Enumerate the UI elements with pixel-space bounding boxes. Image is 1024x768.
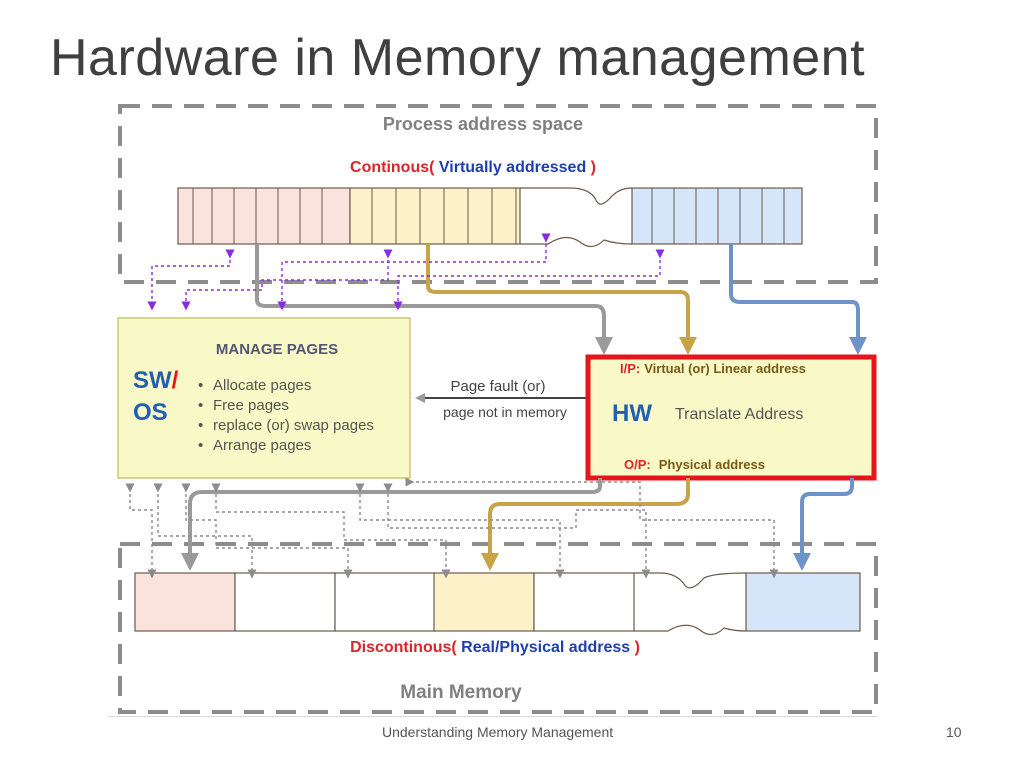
- main-memory-region: Discontinous( Real/Physical address ) Ma…: [118, 542, 878, 714]
- blue-hw-to-memory-arrow: [793, 478, 854, 571]
- page-fault-line2: page not in memory: [443, 404, 567, 420]
- os-label: OS: [133, 399, 168, 426]
- os-manage-pages-box: MANAGE PAGES SW/ OS • • • • Allocate pag…: [117, 317, 411, 479]
- slide-title: Hardware in Memory management: [50, 29, 866, 87]
- blue-virtual-to-hw-arrow: [729, 244, 867, 355]
- os-memory-dotted-arrows: [125, 477, 779, 579]
- physical-frames-strip: [134, 572, 861, 636]
- frame-empty-2: [334, 572, 436, 632]
- hw-label: HW: [612, 400, 652, 427]
- discontinuous-caption: Discontinous( Real/Physical address ): [350, 639, 640, 656]
- bullet: •: [198, 377, 203, 394]
- hw-translate-box: I/P:Virtual (or) Linear address HW Trans…: [585, 354, 877, 481]
- process-address-space-label: Process address space: [383, 114, 583, 134]
- page-number: 10: [946, 724, 962, 740]
- hw-input-line: I/P:Virtual (or) Linear address: [620, 361, 806, 376]
- virtual-page-block-yellow: [349, 187, 521, 245]
- os-task-item: Allocate pages: [213, 377, 311, 394]
- gold-virtual-to-hw-arrow: [426, 244, 697, 355]
- slide-footer: Understanding Memory Management: [382, 724, 614, 740]
- virtual-page-block-pink: [177, 187, 351, 245]
- bullet: •: [198, 397, 203, 414]
- hw-output-line: O/P:Physical address: [624, 457, 765, 472]
- os-task-item: Free pages: [213, 397, 289, 414]
- os-process-dotted-arrows: [147, 233, 665, 311]
- frame-blue: [745, 572, 861, 632]
- continuous-caption: Continous( Virtually addressed ): [350, 159, 596, 176]
- frame-empty-3: [533, 572, 635, 632]
- page-fault-arrow: Page fault (or) page not in memory: [415, 378, 586, 420]
- main-memory-label: Main Memory: [400, 682, 522, 703]
- translate-address-text: Translate Address: [675, 406, 803, 423]
- bullet: •: [198, 437, 203, 454]
- page-fault-line1: Page fault (or): [450, 378, 545, 395]
- sw-label: SW/: [133, 367, 179, 394]
- process-address-space-region: Process address space Continous( Virtual…: [118, 104, 878, 284]
- os-task-item: replace (or) swap pages: [213, 417, 374, 434]
- bullet: •: [198, 417, 203, 434]
- frame-yellow: [433, 572, 535, 632]
- os-task-item: Arrange pages: [213, 437, 311, 454]
- manage-pages-heading: MANAGE PAGES: [216, 341, 338, 358]
- virtual-pages-strip: [177, 187, 803, 248]
- frame-empty-1: [234, 572, 336, 632]
- virtual-page-block-blue: [631, 187, 803, 245]
- frame-pink: [134, 572, 236, 632]
- footer-rule: [108, 716, 878, 717]
